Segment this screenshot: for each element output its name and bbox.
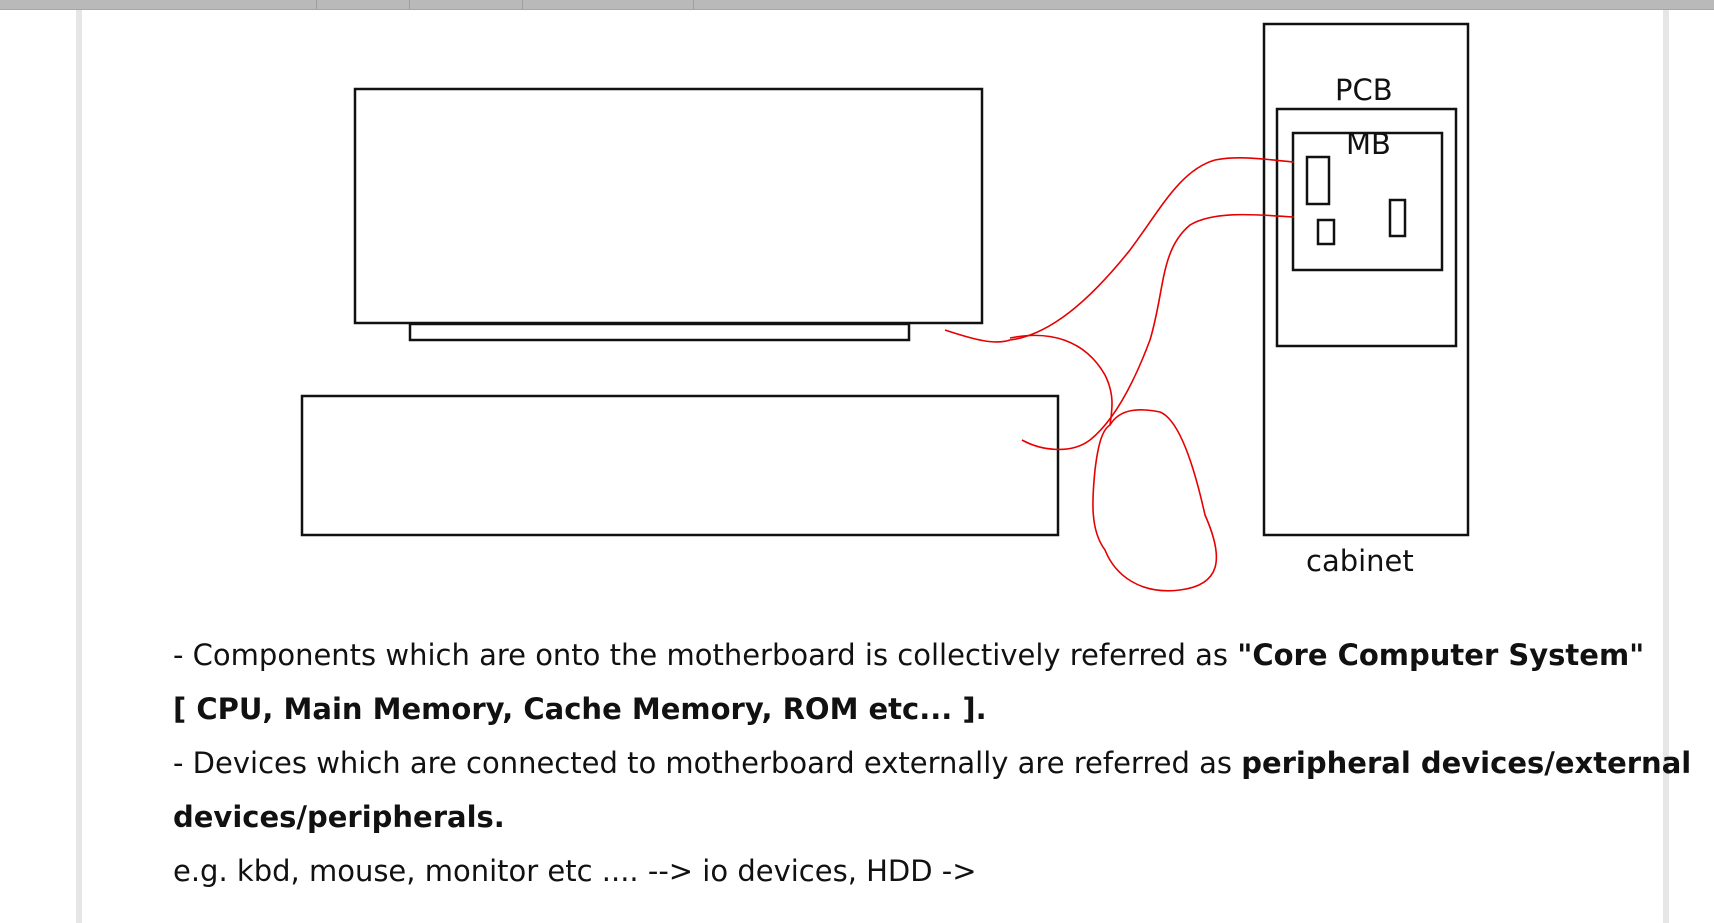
cabinet-box (1262, 22, 1470, 537)
mb-component-slot (1305, 155, 1331, 206)
note-text: - Devices which are connected to motherb… (173, 746, 1242, 780)
note-emphasis: "Core Computer System" (1237, 638, 1645, 672)
toolbar-segment (317, 0, 410, 9)
toolbar-segment (0, 0, 317, 9)
notes-text-block: - Components which are onto the motherbo… (173, 628, 1713, 898)
note-text: e.g. kbd, mouse, monitor etc .... --> io… (173, 854, 977, 888)
note-line: e.g. kbd, mouse, monitor etc .... --> io… (173, 844, 1713, 898)
note-line: - Components which are onto the motherbo… (173, 628, 1713, 682)
motherboard-box (1291, 131, 1444, 272)
toolbar-segment (410, 0, 523, 9)
note-line: - Devices which are connected to motherb… (173, 736, 1713, 790)
note-line: [ CPU, Main Memory, Cache Memory, ROM et… (173, 682, 1713, 736)
cabinet-label: cabinet (1306, 544, 1414, 578)
pcb-label: PCB (1335, 73, 1393, 107)
motherboard-label: MB (1346, 127, 1391, 161)
note-text: - Components which are onto the motherbo… (173, 638, 1238, 672)
note-emphasis: peripheral devices/external (1241, 746, 1692, 780)
page-left-margin (76, 10, 82, 923)
pcb-box (1275, 107, 1458, 348)
document-page (82, 10, 1663, 923)
mouse-outline (1092, 409, 1218, 592)
note-line: devices/peripherals. (173, 790, 1713, 844)
monitor-box (353, 87, 984, 325)
monitor-cable-line (944, 157, 1295, 343)
note-emphasis: [ CPU, Main Memory, Cache Memory, ROM et… (173, 692, 987, 726)
mouse-cable-line (1009, 334, 1113, 426)
note-emphasis: devices/peripherals. (173, 800, 505, 834)
mb-component-slot (1316, 218, 1336, 246)
page-right-margin (1663, 10, 1669, 923)
computer-diagram (300, 22, 1470, 592)
top-toolbar-strip (0, 0, 1714, 10)
monitor-stand (408, 322, 911, 342)
mb-component-slot (1388, 198, 1407, 238)
keyboard-box (300, 394, 1060, 537)
toolbar-segment (523, 0, 694, 9)
keyboard-cable-line (1021, 213, 1295, 451)
